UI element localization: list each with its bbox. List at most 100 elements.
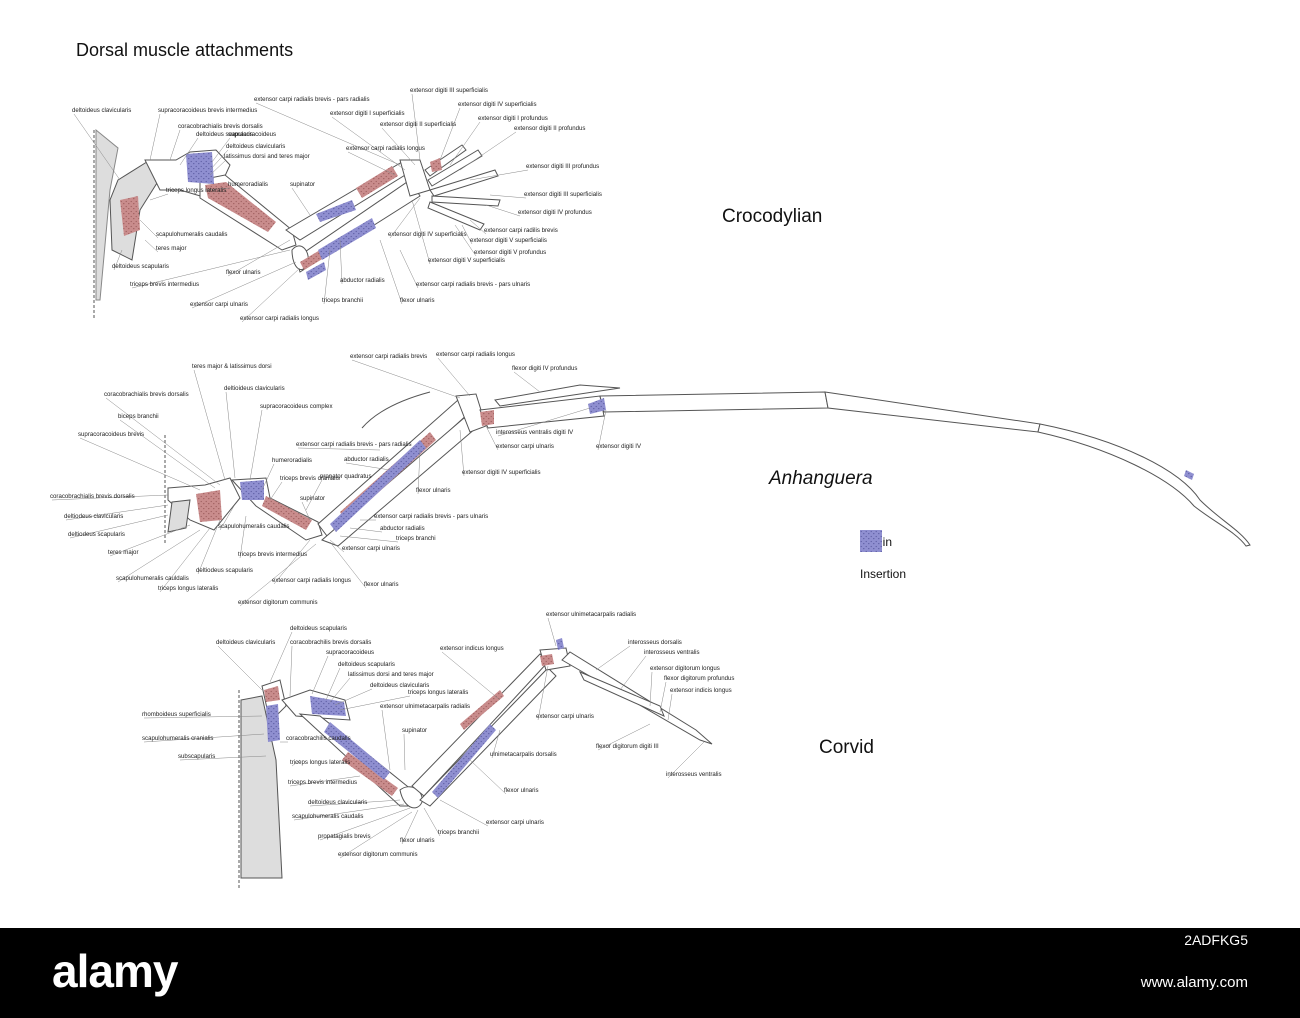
- muscle-label: flexor digitorum digiti III: [596, 743, 659, 750]
- muscle-label: flexor ulnaris: [504, 787, 539, 794]
- muscle-label: supracoracoideus complex: [260, 403, 333, 410]
- leader-line: [270, 482, 282, 500]
- muscle-label: supracoracoideus: [228, 131, 276, 138]
- leader-line: [382, 710, 390, 770]
- footer-bar: alamy 2ADFKG5 www.alamy.com: [0, 928, 1300, 1018]
- muscle-label: extensor digiti IV superficialis: [462, 469, 541, 476]
- muscle-label: flexor ulnaris: [416, 487, 451, 494]
- muscle-label: extensor carpi ulnaris: [486, 819, 544, 826]
- taxon-crocodylian: Crocodylian: [722, 206, 822, 228]
- muscle-label: extensor carpi radialis brevis - pars ul…: [416, 281, 530, 288]
- muscle-label: supracoracoideus brevis intermedius: [158, 107, 257, 114]
- muscle-label: humeroradialis: [228, 181, 268, 188]
- muscle-label: extensor carpi ulnaris: [342, 545, 400, 552]
- muscle-label: deltoideus clavicularis: [370, 682, 429, 689]
- muscle-label: extensor carpi radialis brevis - pars ra…: [254, 96, 370, 103]
- muscle-label: extensor digiti III profundus: [526, 163, 599, 170]
- muscle-label: deltoideus scapularis: [338, 661, 395, 668]
- muscle-label: flexor ulnaris: [400, 837, 435, 844]
- muscle-label: triceps brevis intermedius: [288, 779, 357, 786]
- leader-line: [160, 528, 210, 592]
- muscle-label: deltioideus clavicularis: [224, 385, 285, 392]
- leader-line: [514, 372, 540, 392]
- leader-line: [438, 358, 470, 396]
- muscle-label: extensor carpi ulnaris: [190, 301, 248, 308]
- muscle-label: pronator quadratus: [320, 473, 372, 480]
- muscle-label: flexor digiti IV profundus: [512, 365, 577, 372]
- muscle-label: extensor carpi radilis brevis: [484, 227, 558, 234]
- muscle-label: extensor digiti IV profundus: [518, 209, 592, 216]
- muscle-label: extensor digiti I profundus: [478, 115, 548, 122]
- muscle-label: extensor digiti II superficialis: [380, 121, 456, 128]
- muscle-label: supracoracoideus: [326, 649, 374, 656]
- leader-line: [80, 438, 200, 490]
- muscle-label: extensor digitorum communis: [238, 599, 318, 606]
- muscle-label: interosseus ventralis: [666, 771, 722, 778]
- muscle-label: extensor digiti IV superficialis: [388, 231, 467, 238]
- leader-line: [650, 672, 652, 706]
- muscle-label: coracobrachialis brevis dorsalis: [178, 123, 263, 130]
- muscle-label: humeroradialis: [272, 457, 312, 464]
- muscle-label: deltoideus scapularis: [290, 625, 347, 632]
- muscle-label: coracobrachilis brevis dorsalis: [290, 639, 371, 646]
- leader-line: [292, 188, 310, 215]
- muscle-label: flexor ulnaris: [226, 269, 261, 276]
- muscle-label: extensor carpi radialis brevis: [350, 353, 427, 360]
- muscle-label: extensor carpi radialis longus: [272, 577, 351, 584]
- muscle-label: triceps brevis intermedius: [130, 281, 199, 288]
- leader-line: [298, 448, 380, 450]
- leader-line: [312, 656, 328, 694]
- leader-line: [150, 194, 168, 200]
- muscle-label: scapulohumeralis caudalis: [292, 813, 363, 820]
- muscle-label: triceps branchii: [322, 297, 363, 304]
- muscle-label: extensor digiti III superficialis: [410, 87, 488, 94]
- muscle-label: latissimus dorsi and teres major: [348, 671, 434, 678]
- leader-line: [340, 536, 398, 542]
- muscle-label: supracoracoideus brevis: [78, 431, 144, 438]
- muscle-label: deltoideus clavicularis: [216, 639, 275, 646]
- muscle-label: flexor ulnaris: [400, 297, 435, 304]
- muscle-label: triceps longus lateralis: [158, 585, 218, 592]
- muscle-label: extensor carpi radialis brevis - pars ra…: [296, 441, 412, 448]
- leader-line: [218, 646, 262, 690]
- muscle-label: deltoideus clavicularis: [226, 143, 285, 150]
- leader-line: [194, 370, 225, 480]
- legend-label-insertion: Insertion: [860, 567, 906, 581]
- muscle-label: extensor digiti V superficialis: [428, 257, 505, 264]
- muscle-label: extensor carpi radialis longus: [240, 315, 319, 322]
- leader-line: [335, 689, 372, 705]
- muscle-label: extensor indicis longus: [670, 687, 732, 694]
- leader-line: [440, 800, 488, 826]
- leader-line: [548, 618, 556, 646]
- leader-line: [380, 240, 402, 304]
- muscle-label: extensor digitorum communis: [338, 851, 418, 858]
- leader-line: [170, 130, 180, 160]
- muscle-label: deltiodeus scapularis: [68, 531, 125, 538]
- muscle-label: extensor digiti V superficialis: [470, 237, 547, 244]
- muscle-label: triceps longus lateralis: [408, 689, 468, 696]
- muscle-label: extensor digiti IV superficialis: [458, 101, 537, 108]
- muscle-label: triceps brevis intermedius: [238, 551, 307, 558]
- muscle-label: extensor indicus longus: [440, 645, 504, 652]
- muscle-label: scapulohumeralis cranialis: [142, 735, 213, 742]
- diagram-stage: Dorsal muscle attachments: [0, 0, 1300, 928]
- muscle-label: supinator: [300, 495, 325, 502]
- muscle-label: scapulohumeralis caudalis: [218, 523, 289, 530]
- muscle-label: deltoideus clavicularis: [308, 799, 367, 806]
- muscle-label: abductor radialis: [380, 525, 425, 532]
- muscle-label: triceps longus lateralis: [290, 759, 350, 766]
- leader-line: [490, 195, 526, 198]
- leader-line: [660, 682, 666, 712]
- leader-line: [460, 132, 516, 170]
- muscle-label: triceps branchii: [438, 829, 479, 836]
- muscle-label: extensor carpi ulnaris: [496, 443, 554, 450]
- muscle-label: flexor digitorum profundus: [664, 675, 734, 682]
- muscle-label: coracobrachilis caudalis: [286, 735, 351, 742]
- muscle-label: supinator: [402, 727, 427, 734]
- corvid-limb: [239, 648, 712, 888]
- anhanguera-insertion-areas: [240, 398, 1194, 532]
- muscle-label: deltiodeus clavicularis: [64, 513, 123, 520]
- site-url: www.alamy.com: [1141, 974, 1248, 991]
- muscle-label: ulnimetacarpalis dorsalis: [490, 751, 557, 758]
- leader-line: [470, 760, 506, 794]
